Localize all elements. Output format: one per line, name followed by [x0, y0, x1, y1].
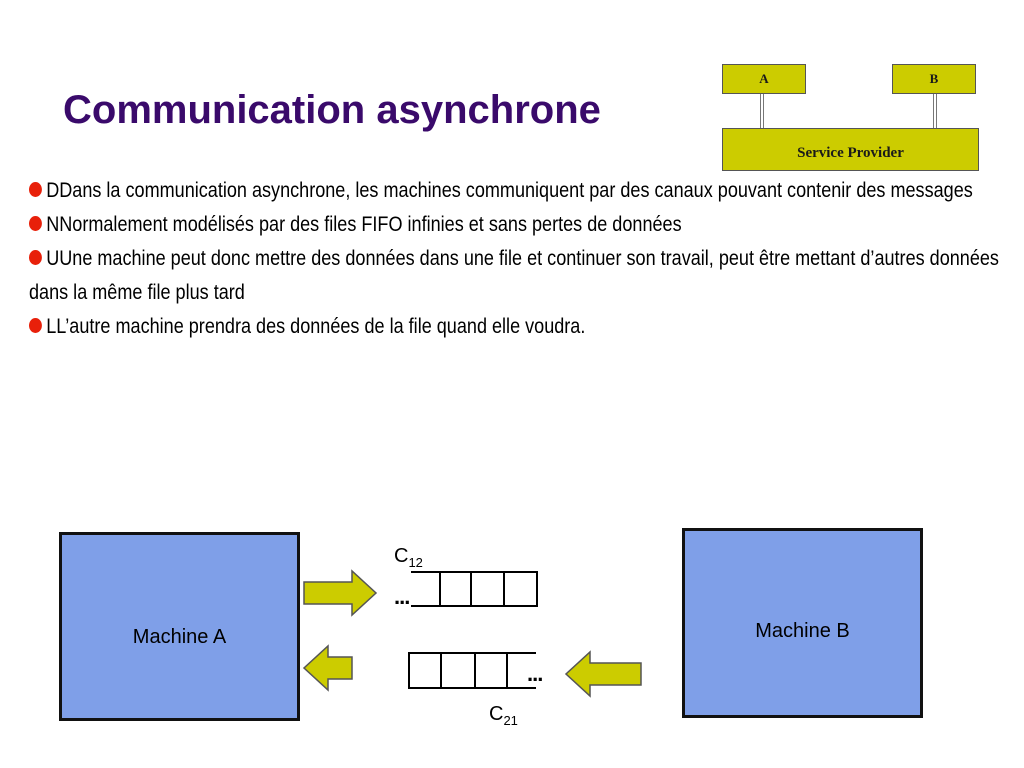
- box-a: A: [722, 64, 806, 94]
- channel-c12-letter: C: [394, 545, 409, 567]
- bullet-item-2: NNormalement modélisés par des files FIF…: [29, 208, 1018, 242]
- bullet-dot-icon: [29, 216, 42, 231]
- queue-c21-ellipsis: ...: [527, 661, 543, 686]
- bullet-text-2: NNormalement modélisés par des files FIF…: [46, 213, 682, 236]
- bullet-item-4: LL’autre machine prendra des données de …: [29, 310, 1018, 344]
- channel-c12-index: 12: [408, 555, 423, 570]
- queue-c12-ellipsis: ...: [394, 584, 410, 609]
- bullet-dot-icon: [29, 182, 42, 197]
- bullet-text-1: DDans la communication asynchrone, les m…: [46, 179, 973, 202]
- bullet-dot-icon: [29, 250, 42, 265]
- connector-b-provider: [933, 94, 937, 128]
- channel-c21-index: 21: [503, 713, 518, 728]
- queue-c21: [408, 652, 536, 689]
- bullet-text-4: LL’autre machine prendra des données de …: [46, 315, 586, 338]
- channel-c21-label: C21: [489, 703, 518, 728]
- bullet-text-3: UUne machine peut donc mettre des donnée…: [29, 247, 999, 304]
- box-b-label: B: [929, 71, 939, 86]
- bullet-list: DDans la communication asynchrone, les m…: [29, 174, 1018, 344]
- page-title: Communication asynchrone: [63, 88, 601, 132]
- machine-a-box: Machine A: [59, 532, 300, 721]
- service-provider-label: Service Provider: [797, 145, 904, 161]
- box-a-label: A: [759, 71, 769, 86]
- machine-a-label: Machine A: [132, 626, 227, 648]
- channel-c12-label: C12: [394, 545, 423, 570]
- service-provider-box: Service Provider: [722, 128, 979, 171]
- arrow-left-icon: [564, 650, 642, 698]
- bullet-item-1: DDans la communication asynchrone, les m…: [29, 174, 1018, 208]
- connector-a-provider: [760, 94, 764, 128]
- machine-b-box: Machine B: [682, 528, 923, 718]
- machine-b-label: Machine B: [755, 620, 850, 642]
- bullet-dot-icon: [29, 318, 42, 333]
- bullet-item-3: UUne machine peut donc mettre des donnée…: [29, 242, 1018, 310]
- queue-c12: [411, 571, 538, 607]
- box-b: B: [892, 64, 976, 94]
- arrow-right-icon: [303, 569, 378, 617]
- channel-c21-letter: C: [489, 703, 504, 725]
- arrow-left-icon: [302, 644, 353, 692]
